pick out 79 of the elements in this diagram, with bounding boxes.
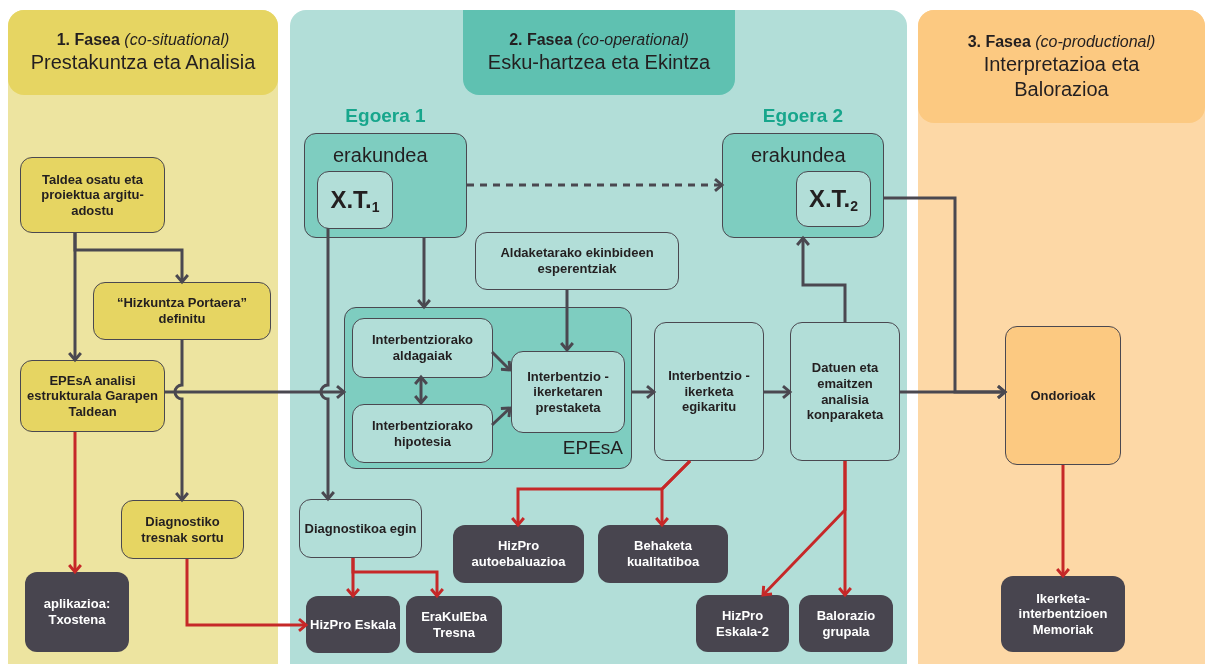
arrow [319, 228, 336, 501]
arrow [764, 384, 792, 400]
phase-title: 3. Fasea (co-productional) [967, 31, 1156, 52]
output-box [696, 595, 789, 652]
arrow [67, 432, 83, 574]
arrow [173, 340, 190, 502]
process-box [475, 232, 679, 290]
output-box [799, 595, 893, 652]
phase-panel [918, 10, 1205, 664]
box-text: Balorazio grupala [815, 607, 877, 640]
arrow [185, 559, 308, 633]
group-box [344, 307, 632, 469]
process-box [121, 500, 244, 559]
process-box [352, 318, 493, 378]
box-text: Diagnostiko tresnak sortu [140, 513, 225, 546]
state-label: Egoera 1 [344, 104, 427, 128]
box-text: Diagnostikoa egin [303, 520, 418, 537]
arrow [900, 384, 1007, 400]
process-box [654, 322, 764, 461]
box-text: “Hizkuntza Portaera” definitu [115, 295, 248, 327]
box-title: erakundea [751, 143, 846, 168]
arrow [837, 461, 853, 597]
box-text: EPEsA analisi estrukturala Garapen Taldean [26, 372, 159, 420]
arrow [795, 236, 847, 322]
process-box [20, 157, 165, 233]
box-text: Interbentzio -ikerketa egikaritu [667, 368, 751, 415]
process-box [790, 322, 900, 461]
state-label: Egoera 2 [761, 104, 845, 128]
box-text: Taldea osatu eta proiektua argitu-adostu [40, 171, 145, 219]
arrow [632, 384, 656, 400]
box-text: X.T.$_{2}$ [807, 184, 860, 216]
arrow [165, 384, 346, 400]
state-box [317, 171, 393, 229]
output-box [453, 525, 584, 583]
box-text: HizPro Eskala [309, 616, 397, 633]
arrow [654, 459, 692, 527]
box-text: X.T.$_{1}$ [329, 185, 381, 217]
box-text: HizPro autoebaluazioa [470, 538, 567, 570]
arrow [559, 290, 575, 352]
box-text: Aldaketarako ekinbideen esperentziak [499, 245, 655, 277]
arrow [416, 238, 432, 309]
box-text: Ikerketa-interbentzioen Memoriak [1017, 590, 1109, 638]
arrow [67, 233, 83, 362]
box-text: Interbentzio -ikerketaren prestaketa [526, 368, 610, 416]
box-title: erakundea [333, 143, 428, 168]
output-box [25, 572, 129, 652]
box-text: Interbentziorako hipotesia [370, 417, 475, 450]
process-box [352, 404, 493, 463]
process-box [511, 351, 625, 433]
arrow [490, 350, 512, 372]
phase-title: 2. Fasea (co-operational) [509, 30, 689, 50]
phase-subtitle: Prestakuntza eta Analisia [30, 50, 256, 75]
box-text: Datuen eta emaitzen analisia konparaketa [805, 360, 885, 423]
phase-title: 1. Fasea (co-situational) [56, 30, 230, 50]
phase-panel [8, 10, 278, 664]
output-box [1001, 576, 1125, 652]
phase-panel [290, 10, 907, 664]
group-title: EPEsA [562, 435, 623, 460]
arrow [413, 375, 429, 405]
arrow [490, 406, 512, 427]
output-box [598, 525, 728, 583]
process-box [20, 360, 165, 432]
box-text: Behaketa kualitatiboa [625, 538, 701, 570]
box-text: HizPro Eskala-2 [715, 607, 770, 640]
dashed-arrow [467, 177, 724, 193]
box-text: EraKulEba Tresna [420, 608, 488, 641]
result-box [1005, 326, 1121, 465]
box-text: Ondorioak [1029, 387, 1097, 404]
output-box [406, 596, 502, 653]
box-text: aplikazioa: Txostena [42, 596, 112, 628]
phase-subtitle: Interpretazioa eta Balorazioa [982, 51, 1141, 102]
state-box [796, 171, 871, 227]
process-box [299, 499, 422, 558]
process-box [93, 282, 271, 340]
arrow [1055, 465, 1071, 578]
output-box [306, 596, 400, 653]
box-text: Interbentziorako aldagaiak [370, 332, 475, 364]
arrow [351, 558, 445, 598]
phase-subtitle: Esku-hartzea eta Ekintza [487, 50, 711, 75]
